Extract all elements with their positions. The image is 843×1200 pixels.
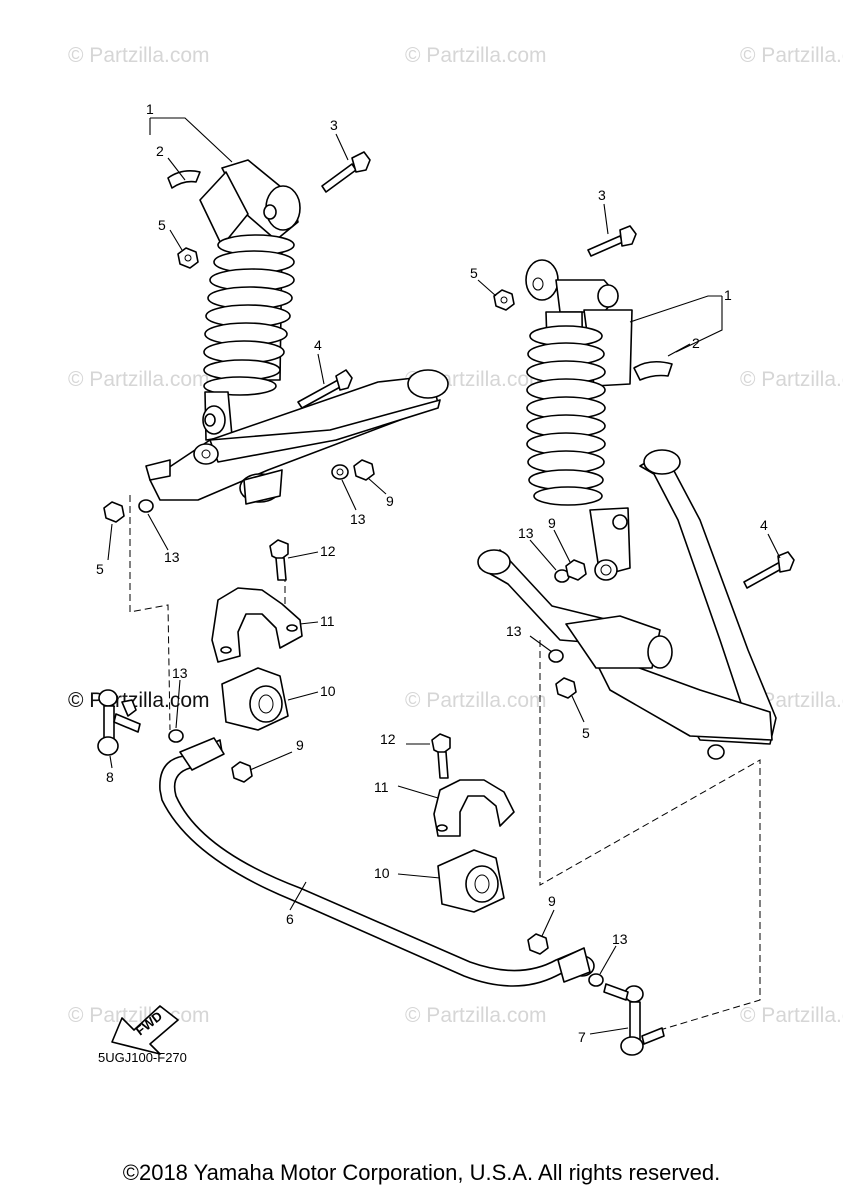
right-stabilizer-bushing <box>437 849 505 913</box>
right-a-arm <box>477 449 795 760</box>
left-a-arm <box>103 369 449 523</box>
watermark: © Partzilla.com <box>405 689 547 712</box>
callouts: 1 2 3 5 4 5 13 13 9 12 11 10 13 8 9 3 5 … <box>96 101 768 1045</box>
callout-9: 9 <box>296 737 304 753</box>
left-stabilizer-bolt <box>269 539 289 581</box>
callout-9: 9 <box>386 493 394 509</box>
callout-9: 9 <box>548 515 556 531</box>
callout-10: 10 <box>320 683 336 699</box>
callout-11: 11 <box>320 613 335 629</box>
left-stabilizer-holder <box>211 587 303 663</box>
callout-11: 11 <box>374 779 389 795</box>
left-top-nut <box>177 247 199 269</box>
callout-13: 13 <box>612 931 628 947</box>
callout-8: 8 <box>106 769 114 785</box>
callout-6: 6 <box>286 911 294 927</box>
callout-1: 1 <box>146 101 154 117</box>
callout-1: 1 <box>724 287 732 303</box>
right-shock-absorber <box>493 225 673 581</box>
callout-3: 3 <box>330 117 338 133</box>
right-end-link <box>527 933 665 1056</box>
callout-3: 3 <box>598 187 606 203</box>
callout-5: 5 <box>158 217 166 233</box>
watermark: © Partzilla.com <box>740 368 843 391</box>
left-end-link <box>97 689 184 756</box>
callout-12: 12 <box>380 731 396 747</box>
callout-13: 13 <box>164 549 180 565</box>
callout-13: 13 <box>172 665 188 681</box>
callout-13: 13 <box>518 525 534 541</box>
right-shock-spring <box>526 325 606 506</box>
callout-5: 5 <box>470 265 478 281</box>
right-stabilizer-bolt <box>431 733 451 779</box>
callout-4: 4 <box>314 337 322 353</box>
callout-2: 2 <box>156 143 164 159</box>
watermark: © Partzilla.com <box>740 1004 843 1027</box>
left-arm-bolt <box>297 369 353 409</box>
callout-7: 7 <box>578 1029 586 1045</box>
left-shock-absorber <box>167 151 371 441</box>
callout-13: 13 <box>506 623 522 639</box>
watermark: © Partzilla.com <box>68 44 210 67</box>
watermark: © Partzilla.com <box>405 1004 547 1027</box>
callout-12: 12 <box>320 543 336 559</box>
callout-5: 5 <box>582 725 590 741</box>
stabilizer-bar <box>159 737 595 987</box>
left-top-bolt <box>321 151 371 193</box>
watermark: © Partzilla.com <box>740 44 843 67</box>
fwd-arrow: FWD <box>111 1005 179 1055</box>
callout-9: 9 <box>548 893 556 909</box>
diagram-code: 5UGJ100-F270 <box>98 1050 187 1065</box>
left-shock-spring <box>203 234 295 396</box>
copyright-notice: ©2018 Yamaha Motor Corporation, U.S.A. A… <box>122 1160 721 1185</box>
callout-5: 5 <box>96 561 104 577</box>
left-stabilizer-bushing <box>221 667 289 731</box>
callout-13: 13 <box>350 511 366 527</box>
watermark: © Partzilla.com <box>68 368 210 391</box>
watermark: © Partzilla.com <box>405 44 547 67</box>
watermark: © Partzilla.com <box>68 689 210 712</box>
callout-4: 4 <box>760 517 768 533</box>
callout-2: 2 <box>692 335 700 351</box>
callout-10: 10 <box>374 865 390 881</box>
right-stabilizer-holder <box>433 779 515 837</box>
leader-lines <box>107 117 781 1035</box>
